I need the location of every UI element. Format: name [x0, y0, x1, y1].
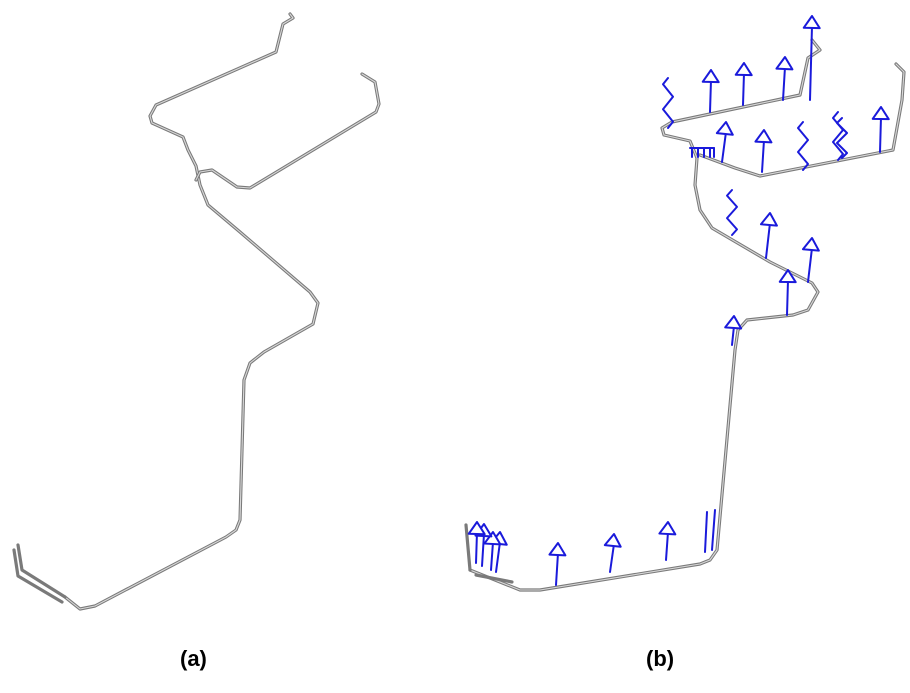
- arrow-support-icon: [734, 62, 753, 106]
- pipe-route-a-end: [16, 543, 67, 599]
- spring-support-icon: [726, 189, 738, 236]
- support-symbols: [467, 15, 890, 586]
- pipe-route-a-main-highlight: [64, 13, 319, 610]
- arrow-support-icon: [754, 129, 773, 173]
- arrow-support-icon: [548, 542, 567, 586]
- guide-support-icon: [689, 147, 715, 158]
- spring-support-icon: [797, 121, 809, 171]
- spring-support-icon: [662, 77, 674, 129]
- arrow-support-icon: [759, 212, 778, 259]
- arrow-support-icon: [467, 521, 486, 564]
- panel-b-pipe-model-with-supports: [464, 15, 906, 592]
- pipe-route-b-end-parallel: [474, 573, 514, 584]
- arrow-support-icon: [724, 315, 743, 346]
- pipe-route-b-main: [468, 38, 822, 592]
- arrow-support-icon: [871, 106, 890, 153]
- pipe-route-a-branch-highlight: [195, 73, 380, 189]
- pipe-route-b-branch-highlight: [699, 63, 905, 177]
- pipe-route-a-main: [63, 12, 320, 611]
- arrow-support-icon: [715, 121, 734, 163]
- pipe-route-a-branch: [194, 72, 381, 190]
- arrow-support-icon: [483, 531, 502, 571]
- spring-support-icon: [832, 111, 844, 161]
- rail-support-icon: [704, 509, 716, 553]
- pipe-route-b-main-highlight: [469, 39, 821, 591]
- arrow-support-icon: [603, 533, 622, 573]
- caption-panel-b: (b): [646, 646, 675, 671]
- spring-support-icon: [836, 117, 848, 159]
- arrow-support-icon: [801, 237, 820, 283]
- arrow-support-icon: [701, 69, 720, 113]
- arrow-support-icon: [802, 15, 821, 101]
- arrow-support-icon: [775, 56, 794, 101]
- panel-a-pipe-model: [12, 12, 381, 611]
- pipe-route-b-end: [464, 523, 472, 572]
- arrow-support-icon: [658, 521, 677, 561]
- pipe-route-a-end-parallel: [12, 548, 64, 604]
- arrow-support-icon: [778, 269, 797, 316]
- caption-panel-a: (a): [180, 646, 207, 671]
